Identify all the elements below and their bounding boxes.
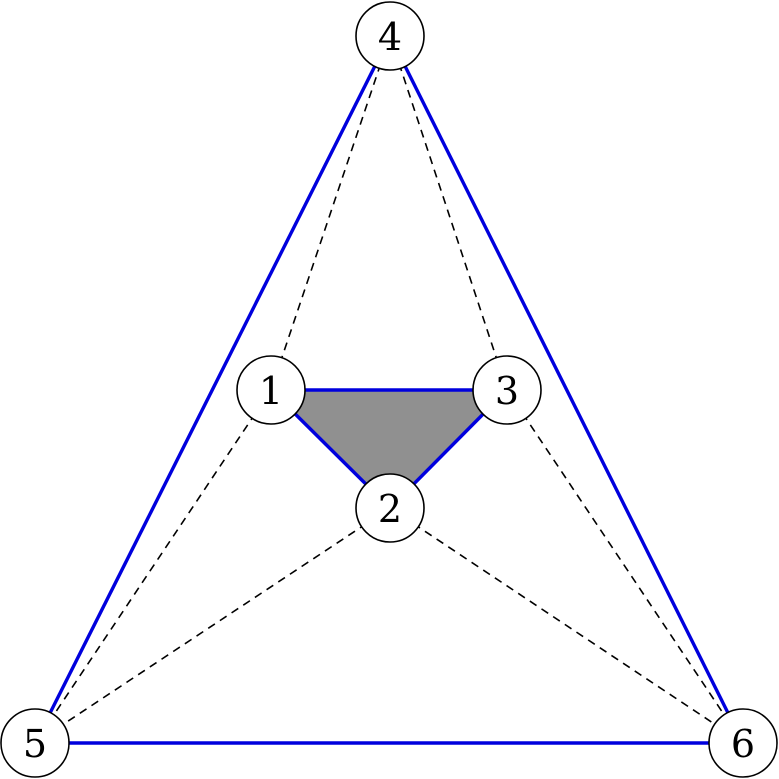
node-circle <box>355 473 425 543</box>
node-2: 2 <box>355 473 425 543</box>
node-6: 6 <box>708 708 778 778</box>
node-circle <box>708 708 778 778</box>
edge-1-5-dashed <box>34 389 272 744</box>
node-3: 3 <box>472 355 542 425</box>
node-label: 1 <box>259 369 283 413</box>
node-label: 6 <box>731 722 755 766</box>
edge-4-5-solid <box>33 35 392 744</box>
edge-4-6-solid <box>388 35 745 744</box>
edge-3-6-dashed <box>506 389 744 744</box>
node-circle <box>355 1 425 71</box>
edge-2-6-dashed <box>389 507 744 744</box>
node-circle <box>472 355 542 425</box>
face-1-3-2 <box>271 390 507 508</box>
node-label: 3 <box>495 369 519 413</box>
node-circle <box>236 355 306 425</box>
edge-1-4-dashed <box>270 35 391 391</box>
node-5: 5 <box>0 708 70 778</box>
node-label: 2 <box>378 487 402 531</box>
node-label: 5 <box>23 722 47 766</box>
node-1: 1 <box>236 355 306 425</box>
node-4: 4 <box>355 1 425 71</box>
edges-layer <box>33 35 745 745</box>
edge-3-4-dashed <box>389 35 508 391</box>
edge-2-5-dashed <box>34 507 391 744</box>
node-label: 4 <box>378 15 402 59</box>
node-circle <box>0 708 70 778</box>
faces-layer <box>271 390 507 508</box>
